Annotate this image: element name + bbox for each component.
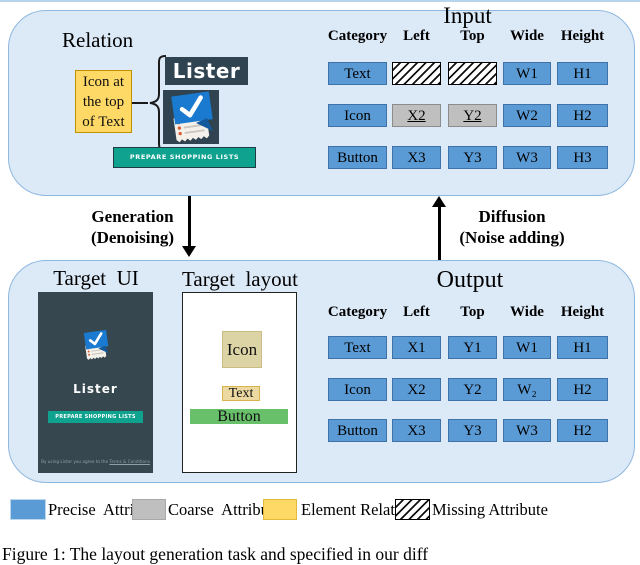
input-table-title: Input [443,3,492,28]
output-cell: Icon [328,378,387,401]
relation-connector-line [132,102,148,104]
input-header-wide: Wide [510,28,544,44]
target-ui-screenshot: Lister PREPARE SHOPPING LISTS By using L… [38,292,153,473]
phone-cta-button: PREPARE SHOPPING LISTS [48,411,143,423]
output-table-title: Output [436,267,504,293]
fine-print-text: By using Lister you agree to the [41,459,110,464]
output-cell: H1 [557,336,608,359]
input-cell: Y3 [448,146,497,169]
input-cell: W2 [503,104,551,127]
layout-text-box: Text [222,386,260,401]
figure-caption: Figure 1: The layout generation task and… [2,544,429,564]
input-cell: Icon [328,104,387,127]
generation-label-line: Generation [91,207,174,226]
output-header-height: Height [560,304,605,320]
input-cell: H2 [557,104,608,127]
output-cell: H2 [557,419,608,442]
terms-link: Terms & Conditions [109,459,150,464]
legend-relation-swatch [263,499,297,520]
legend-precise-swatch [10,499,46,520]
input-cell: X3 [392,146,441,169]
output-cell: X2 [392,378,441,401]
layout-icon-box: Icon [222,331,262,368]
input-cell: Button [328,146,387,169]
input-cell: W1 [503,62,551,85]
input-header-height: Height [560,28,605,44]
legend-missing-label: Missing Attribute [432,500,548,519]
check-receipt-icon [83,329,109,360]
brace-icon [149,55,166,151]
output-cell: Y2 [448,378,497,401]
relation-note-line: the top [82,94,125,110]
output-header-wide: Wide [510,304,544,320]
output-cell: W3 [503,419,551,442]
input-header-left: Left [403,28,430,44]
input-cell: H3 [557,146,608,169]
generation-arrow-head-icon [182,246,196,257]
input-cell-missing [448,62,497,85]
target-layout-title: Target layout [182,267,298,291]
input-header-top: Top [460,28,485,44]
check-receipt-icon [163,90,219,144]
phone-app-title: Lister [73,382,118,396]
legend-missing-swatch [395,499,430,520]
input-cell-coarse: Y2 [448,104,497,127]
diffusion-arrow-head-icon [432,196,446,207]
generation-arrow-shaft [188,196,191,247]
output-header-left: Left [403,304,430,320]
layout-button-box: Button [190,409,288,425]
output-cell: X1 [392,336,441,359]
relation-title: Relation [62,28,134,52]
legend-coarse-swatch [132,499,166,520]
app-cta-button: PREPARE SHOPPING LISTS [113,147,256,168]
diffusion-label-line: Diffusion [478,207,546,226]
generation-label-line: (Denoising) [90,228,175,247]
target-layout-box [182,292,297,473]
output-cell: X3 [392,419,441,442]
diffusion-label: Diffusion (Noise adding) [448,206,576,248]
input-cell: H1 [557,62,608,85]
input-cell-missing [392,62,441,85]
figure-top-border [0,0,640,2]
app-title-box: Lister [165,57,248,85]
relation-note: Icon at the top of Text [75,70,132,133]
diffusion-arrow-shaft [438,207,441,260]
output-cell: Button [328,419,387,442]
generation-label: Generation (Denoising) [70,206,195,248]
output-cell: Y3 [448,419,497,442]
output-cell: H2 [557,378,608,401]
relation-note-line: Icon at [82,74,125,90]
input-header-category: Category [327,28,388,44]
output-header-top: Top [460,304,485,320]
output-cell: W₂ [503,378,551,401]
input-cell: W3 [503,146,551,169]
target-ui-title: Target UI [53,266,139,290]
input-cell-coarse: X2 [392,104,441,127]
phone-fine-print: By using Lister you agree to the Terms &… [38,459,153,464]
output-header-category: Category [327,304,388,320]
output-cell: Text [328,336,387,359]
input-cell: Text [328,62,387,85]
relation-note-line: of Text [82,114,125,130]
diffusion-label-line: (Noise adding) [459,228,565,247]
output-cell: Y1 [448,336,497,359]
output-cell: W1 [503,336,551,359]
